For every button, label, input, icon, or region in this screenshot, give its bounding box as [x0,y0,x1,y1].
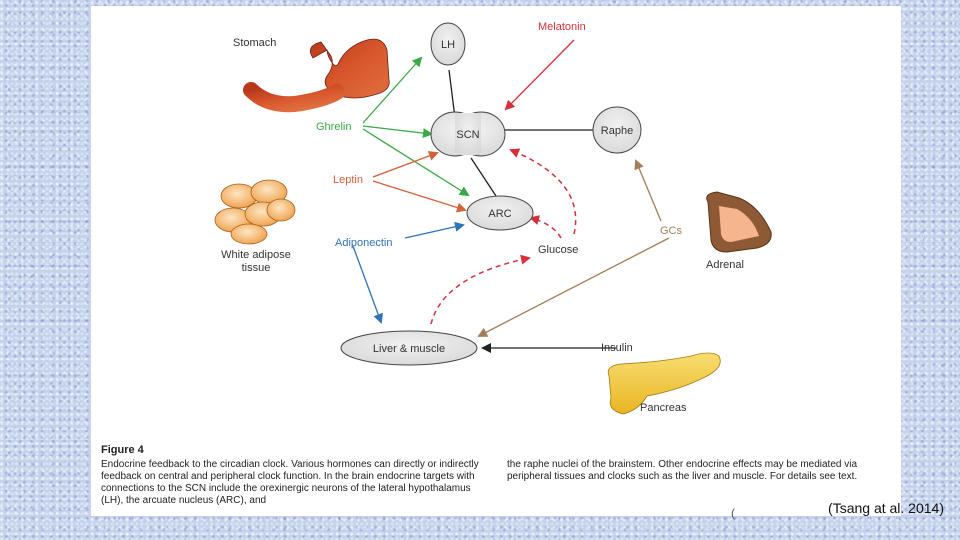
lh-scn-link [448,69,456,119]
liver-muscle-label: Liver & muscle [373,343,445,355]
arc-label: ARC [488,208,511,220]
pancreas-icon [607,352,721,415]
scn-arc-link [470,157,497,197]
adipose-tissue-icon [214,179,296,245]
arc-node: ARC [466,195,534,231]
ghrelin-to-arc-arrow [362,128,470,197]
figure-caption-title: Figure 4 [101,444,144,456]
pancreas-label: Pancreas [640,402,687,414]
liver-to-glucose-arrow [430,254,531,325]
stomach-icon [243,38,390,113]
gcs-label: GCs [660,225,683,237]
lh-label: LH [441,39,455,51]
scn-node: SCN [430,111,506,157]
leptin-to-arc-arrow [372,180,467,213]
leptin-to-scn-arrow [372,151,439,178]
gcs-to-raphe-arrow [634,159,662,222]
glucose-label: Glucose [538,244,578,256]
gcs-to-liver-arrow [477,237,670,337]
liver-muscle-node: Liver & muscle [340,330,478,366]
glucose-to-scn-arrow [509,148,577,235]
insulin-label: Insulin [601,342,633,354]
figure-panel: LH SCN ARC Raphe Liver & muscle Stomach [91,6,901,516]
adipose-label-line2: tissue [242,262,271,274]
leptin-label: Leptin [333,174,363,186]
raphe-label: Raphe [601,125,633,137]
ghrelin-label: Ghrelin [316,121,351,133]
citation-text: (Tsang at al. 2014) [828,500,944,516]
stomach-label: Stomach [233,37,276,49]
endocrine-feedback-diagram: LH SCN ARC Raphe Liver & muscle Stomach [214,21,772,415]
scn-label: SCN [456,129,479,141]
melatonin-arrow [504,39,575,111]
adiponectin-to-arc-arrow [404,221,465,239]
adiponectin-label: Adiponectin [335,237,393,249]
lh-node: LH [430,22,466,66]
ghrelin-to-lh-arrow [362,56,423,124]
figure-caption-right-column: the raphe nuclei of the brainstem. Other… [507,459,858,482]
raphe-node: Raphe [592,106,642,154]
adipose-label-line1: White adipose [221,249,291,261]
stray-bracket-mark: ( [731,506,735,520]
glucose-to-arc-arrow [529,215,562,239]
adiponectin-to-liver-arrow [352,245,383,324]
adrenal-icon [706,191,772,253]
melatonin-label: Melatonin [538,21,586,33]
figure-caption-left-column: Endocrine feedback to the circadian cloc… [101,459,479,506]
adrenal-label: Adrenal [706,259,744,271]
ghrelin-to-scn-arrow [362,125,433,139]
